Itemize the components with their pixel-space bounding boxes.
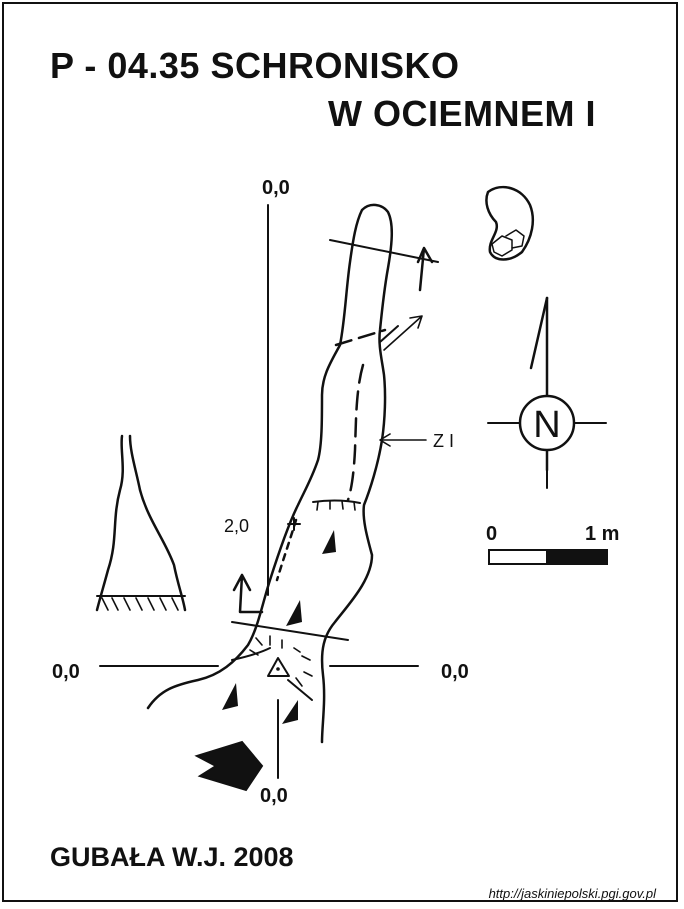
scale-end-label: 1 m (585, 523, 619, 545)
cross-section-left (95, 434, 187, 612)
scale-bar (488, 549, 608, 565)
datum-label-top: 0,0 (262, 177, 290, 199)
depth-label: 2,0 (224, 516, 249, 536)
cave-outline (146, 203, 439, 744)
map-frame (2, 2, 678, 902)
datum-label-right: 0,0 (441, 661, 469, 683)
marker-label: Z I (433, 431, 454, 451)
north-arrow (487, 296, 607, 489)
north-label: N (533, 404, 560, 446)
slope-triangles (222, 530, 336, 724)
direction-arrows (232, 246, 434, 614)
cave-title-line2: W OCIEMNEM I (328, 93, 596, 134)
entrance-arrow-icon (194, 740, 264, 792)
datum-label-left: 0,0 (52, 661, 80, 683)
scale-start-label: 0 (486, 523, 497, 545)
depth-point-icon (287, 517, 301, 531)
survey-station-icon (267, 657, 290, 677)
cave-title-line1: P - 04.35 SCHRONISKO (50, 45, 460, 86)
cross-section-right (485, 185, 534, 261)
datum-label-bottom: 0,0 (260, 785, 288, 807)
source-url: http://jaskiniepolski.pgi.gov.pl (488, 886, 656, 901)
author-credit: GUBAŁA W.J. 2008 (50, 842, 294, 872)
slope-hachures (249, 500, 356, 687)
survey-axes (99, 204, 419, 779)
